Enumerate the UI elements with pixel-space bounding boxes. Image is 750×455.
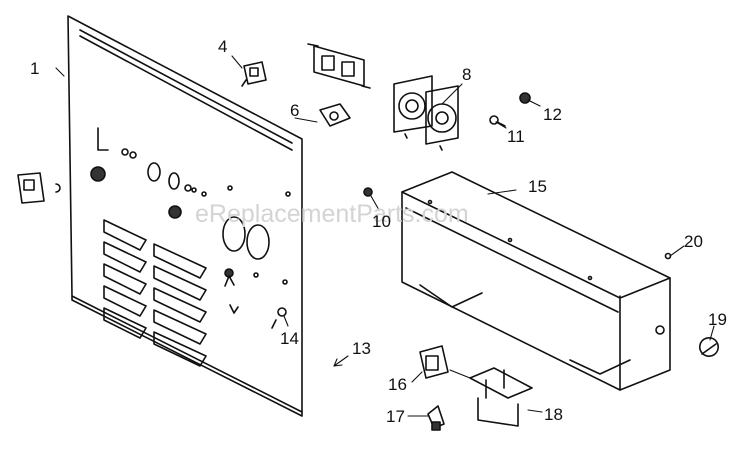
callout-6: 6 xyxy=(290,101,299,120)
part-16-receptacle-cover xyxy=(419,345,449,379)
callout-14: 14 xyxy=(280,329,299,348)
louver-vents xyxy=(103,219,207,367)
control-panel xyxy=(67,15,303,417)
part-4-component xyxy=(241,61,267,87)
leader-lines xyxy=(55,55,715,417)
callout-18: 18 xyxy=(544,405,563,424)
callout-11: 11 xyxy=(507,127,525,146)
callout-15: 15 xyxy=(528,177,547,196)
part-18-bracket xyxy=(469,367,533,427)
housing-box xyxy=(401,171,671,391)
part-14-screw xyxy=(271,307,287,329)
callout-4: 4 xyxy=(218,37,227,56)
part-11-screw xyxy=(489,115,506,127)
callout-1: 1 xyxy=(30,59,39,78)
callout-10: 10 xyxy=(372,212,391,231)
part-6-component xyxy=(319,103,351,127)
callout-16: 16 xyxy=(388,375,407,394)
callout-17: 17 xyxy=(386,407,405,426)
callout-labels: 1 4 6 8 11 12 15 10 20 19 14 13 16 18 17 xyxy=(30,37,727,426)
watermark-text: eReplacementParts.com xyxy=(195,200,469,228)
part-17-clip xyxy=(427,405,445,431)
part-10-screw xyxy=(363,187,373,197)
callout-8: 8 xyxy=(462,65,471,84)
part-12-nut xyxy=(519,92,531,104)
duplex-receptacle-top xyxy=(307,43,371,89)
callout-19: 19 xyxy=(708,310,727,329)
callout-12: 12 xyxy=(543,105,562,124)
part-19-knob xyxy=(698,336,720,358)
twist-lock-receptacles xyxy=(393,75,459,151)
callout-13: 13 xyxy=(352,339,371,358)
rocker-switch xyxy=(17,172,61,204)
callout-20: 20 xyxy=(684,232,703,251)
